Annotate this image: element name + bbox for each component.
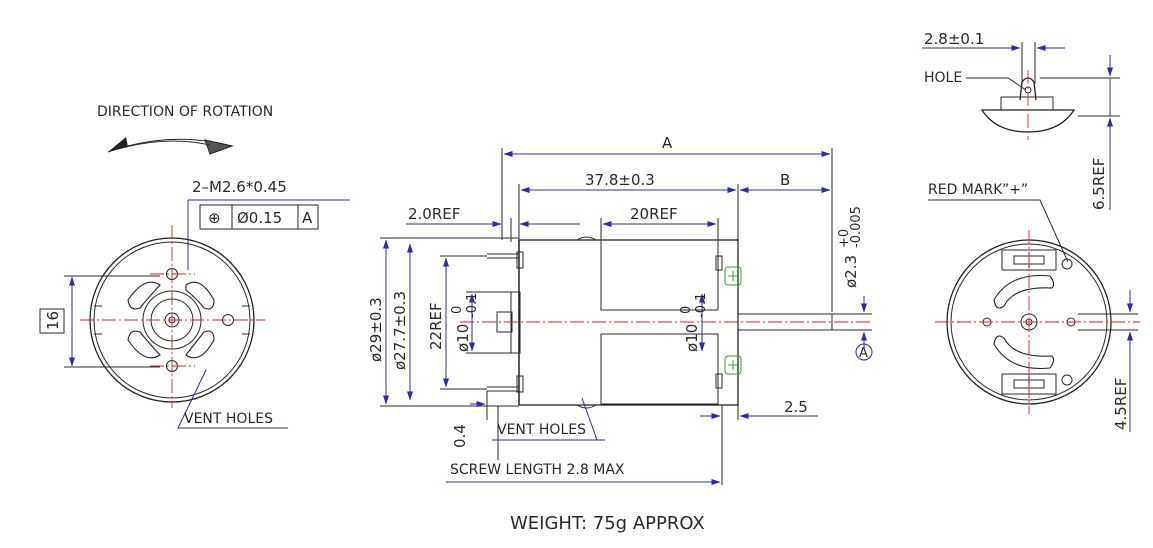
tolerance-frame: ⊕ Ø0.15 A	[199, 204, 319, 230]
dim-6-5-ref: 6.5REF	[1090, 158, 1108, 210]
dim-dia-10-left: ø10	[454, 324, 472, 352]
dim-tol-p0: +0	[837, 229, 852, 248]
dim-length-37-8: 37.8±0.3	[585, 171, 655, 189]
position-symbol-icon: ⊕	[208, 209, 221, 227]
dim-0-4: 0.4	[451, 424, 469, 448]
tolerance-datum: A	[302, 209, 313, 227]
dim-4-5-ref: 4.5REF	[1112, 378, 1130, 430]
front-dim-16: 16	[44, 311, 62, 330]
vent-holes-label-center: VENT HOLES	[497, 422, 586, 438]
vent-slots	[127, 281, 215, 359]
thread-spec: 2–M2.6*0.45	[192, 178, 287, 196]
dim-dia-2-3: ø2.3	[842, 255, 860, 288]
dim-tol-0-left: 0	[450, 306, 465, 314]
dim-terminal-2-8: 2.8±0.1	[924, 30, 984, 48]
dim-22-ref: 22REF	[427, 302, 445, 350]
vent-holes-label-left: VENT HOLES	[184, 411, 273, 427]
dim-dia-29: ø29±0.3	[367, 297, 385, 362]
side-view: A 37.8±0.3 B 2.0REF 20REF	[367, 134, 873, 485]
rotation-arrow-icon	[107, 137, 234, 155]
hole-label: HOLE	[924, 70, 962, 86]
dim-tol-0-right: 0	[679, 306, 694, 314]
bearing-mark-icon	[724, 266, 742, 375]
direction-label: DIRECTION OF ROTATION	[97, 104, 273, 120]
motor-can	[518, 239, 739, 406]
dim-20-ref: 20REF	[630, 205, 678, 223]
dim-2-5: 2.5	[784, 398, 808, 416]
dim-dia-27-7: ø27.7±0.3	[391, 291, 409, 370]
rear-view: 2.8±0.1 HOLE 6.5REF RED MARK”+”	[922, 30, 1140, 432]
dim-tol-m01-right: -0.1	[694, 293, 709, 318]
screw-length-label: SCREW LENGTH 2.8 MAX	[450, 462, 625, 478]
red-mark-label: RED MARK”+”	[928, 182, 1028, 198]
dim-shaft-b: B	[780, 171, 790, 189]
front-view: DIRECTION OF ROTATION 2–M2.6*0.45 ⊕ Ø0.1…	[39, 104, 350, 429]
terminal-detail	[980, 70, 1076, 140]
dim-dia-10-right: ø10	[683, 324, 701, 352]
weight-label: WEIGHT: 75g APPROX	[510, 513, 705, 534]
tolerance-value: Ø0.15	[237, 209, 282, 227]
dim-2-ref: 2.0REF	[408, 205, 460, 223]
dim-tol-m0005: -0.005	[849, 206, 864, 248]
datum-a: A	[859, 346, 868, 361]
dim-tol-m01-left: -0.1	[465, 293, 480, 318]
dim-overall-a: A	[662, 134, 673, 152]
